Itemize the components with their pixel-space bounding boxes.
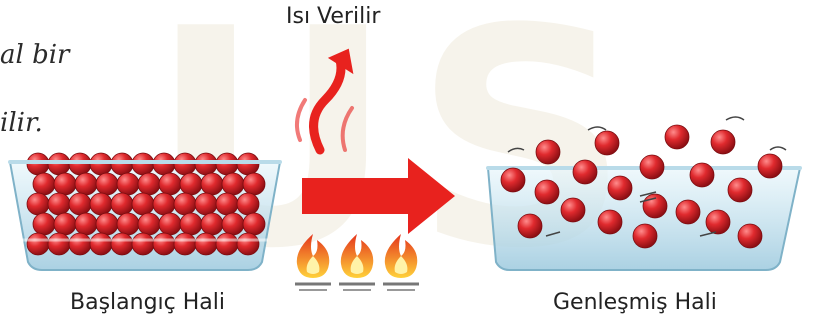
sphere	[633, 224, 657, 248]
heat-wave-icon	[297, 50, 352, 150]
sphere	[195, 233, 217, 255]
sphere	[201, 213, 223, 235]
sphere	[138, 213, 160, 235]
sphere	[758, 154, 782, 178]
sphere	[180, 173, 202, 195]
sphere	[237, 193, 259, 215]
sphere	[501, 168, 525, 192]
sphere	[536, 140, 560, 164]
sphere	[201, 173, 223, 195]
sphere	[96, 173, 118, 195]
sphere	[535, 180, 559, 204]
sphere	[237, 233, 259, 255]
sphere	[728, 178, 752, 202]
initial-label: Başlangıç Hali	[70, 290, 225, 315]
sphere	[54, 213, 76, 235]
sphere	[222, 213, 244, 235]
sphere	[90, 233, 112, 255]
sphere	[54, 173, 76, 195]
sphere	[243, 173, 265, 195]
sphere	[48, 193, 70, 215]
sphere	[159, 213, 181, 235]
sphere	[111, 193, 133, 215]
sphere	[598, 210, 622, 234]
sphere	[96, 213, 118, 235]
sphere	[153, 233, 175, 255]
sphere	[690, 163, 714, 187]
sphere	[153, 193, 175, 215]
expanded-label: Genleşmiş Hali	[553, 290, 717, 315]
sphere	[640, 155, 664, 179]
sphere	[222, 173, 244, 195]
sphere	[608, 176, 632, 200]
initial-dish	[10, 153, 280, 270]
sphere	[117, 213, 139, 235]
sphere	[174, 193, 196, 215]
sphere	[711, 130, 735, 154]
sphere	[69, 233, 91, 255]
sphere	[117, 173, 139, 195]
flame-icon	[295, 234, 419, 290]
sphere	[75, 173, 97, 195]
sphere	[159, 173, 181, 195]
right-arrow-icon	[302, 158, 455, 234]
sphere	[243, 213, 265, 235]
heat-label: Isı Verilir	[286, 4, 380, 29]
sphere	[33, 173, 55, 195]
sphere	[676, 200, 700, 224]
sphere	[216, 193, 238, 215]
sphere	[48, 233, 70, 255]
sphere	[180, 213, 202, 235]
sphere	[75, 213, 97, 235]
sphere	[195, 193, 217, 215]
sphere	[90, 193, 112, 215]
sphere	[595, 131, 619, 155]
sphere	[573, 160, 597, 184]
sphere	[138, 173, 160, 195]
expanded-dish	[488, 117, 800, 270]
sphere	[665, 125, 689, 149]
sphere	[27, 193, 49, 215]
sphere	[27, 233, 49, 255]
sphere	[174, 233, 196, 255]
sphere	[518, 214, 542, 238]
sphere	[561, 198, 585, 222]
sphere	[111, 233, 133, 255]
sphere	[69, 193, 91, 215]
sphere	[738, 224, 762, 248]
sphere	[132, 233, 154, 255]
sphere	[706, 210, 730, 234]
sphere	[216, 233, 238, 255]
sphere	[33, 213, 55, 235]
sphere	[132, 193, 154, 215]
